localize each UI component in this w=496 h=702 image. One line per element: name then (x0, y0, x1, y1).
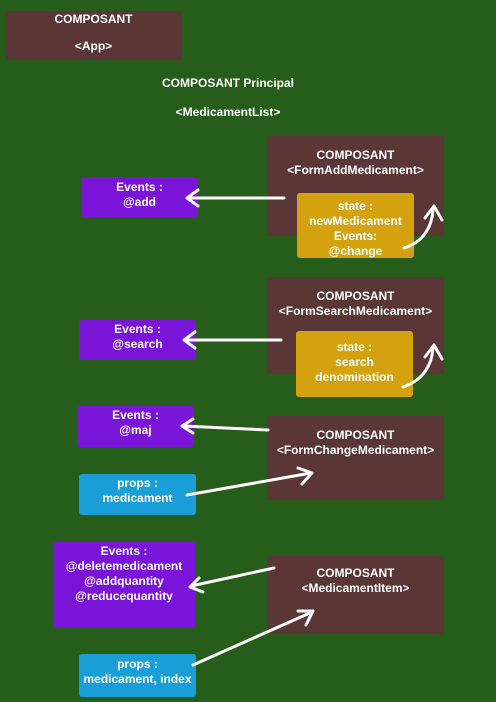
principal-component-name: <MedicamentList> (175, 105, 281, 119)
form-search-state-value-2: denomination (315, 370, 394, 384)
form-search-state-label: state : (336, 340, 373, 354)
form-add-state-label: state : (337, 199, 374, 213)
principal-component-label: COMPOSANT Principal <MedicamentList> (148, 76, 308, 120)
medicament-item-title: COMPOSANT (316, 566, 395, 580)
form-search-state-value-1: search (335, 355, 374, 369)
maj-event-label: Events : (112, 408, 159, 422)
app-component-box: COMPOSANT <App> (5, 11, 182, 60)
item-props-label: props : (117, 657, 158, 671)
add-event-name: @add (122, 195, 157, 209)
arrow-maj-head (180, 417, 195, 435)
form-change-component-box: COMPOSANT <FormChangeMedicament> (267, 416, 444, 500)
arrow-maj (181, 424, 270, 432)
add-event-label: Events : (116, 180, 163, 194)
arrow-item-props-head (296, 609, 315, 627)
item-props-box: props : medicament, index (79, 654, 196, 697)
search-event-name: @search (112, 337, 163, 351)
arrow-change-curve (402, 208, 435, 250)
principal-component-title: COMPOSANT Principal (161, 76, 295, 90)
change-props-label: props : (117, 476, 158, 490)
form-add-name: <FormAddMedicament> (287, 163, 424, 177)
form-search-state-box: state : search denomination (296, 331, 413, 397)
change-props-box: props : medicament (79, 474, 196, 515)
arrow-search-head (182, 330, 197, 350)
arrow-search-curve (401, 346, 435, 389)
maj-event-name: @maj (119, 423, 152, 437)
item-events-box: Events : @deletemedicament @addquantity … (53, 542, 195, 628)
form-add-state-box: state : newMedicament Events: @change (297, 193, 414, 258)
app-component-title: COMPOSANT (54, 12, 133, 26)
item-props-value: medicament, index (83, 672, 192, 686)
app-component-name: <App> (74, 39, 113, 53)
item-event-reducequantity: @reducequantity (75, 589, 173, 603)
form-add-title: COMPOSANT (316, 148, 395, 162)
form-change-name: <FormChangeMedicament> (276, 443, 435, 457)
form-change-title: COMPOSANT (316, 428, 395, 442)
form-add-state-value: newMedicament (309, 214, 402, 228)
arrow-props-change (185, 471, 313, 497)
arrow-item-events (189, 566, 276, 588)
item-event-addquantity: @addquantity (84, 574, 164, 588)
medicament-item-component-box: COMPOSANT <MedicamentItem> (267, 556, 444, 634)
arrow-item-props (191, 610, 314, 667)
medicament-item-name: <MedicamentItem> (301, 581, 410, 595)
arrow-change-head (423, 204, 444, 222)
form-search-name: <FormSearchMedicament> (278, 304, 433, 318)
item-events-label: Events : (100, 544, 148, 558)
arrow-add-head (185, 188, 200, 208)
arrow-item-events-head (188, 576, 205, 594)
change-props-value: medicament (102, 491, 173, 505)
arrow-props-change-head (296, 466, 314, 486)
arrow-search-head-2 (423, 343, 444, 361)
form-add-events-label: Events: (333, 229, 378, 243)
form-search-title: COMPOSANT (316, 289, 395, 303)
maj-event-box: Events : @maj (77, 406, 194, 447)
search-event-box: Events : @search (79, 320, 196, 360)
search-event-label: Events : (114, 322, 161, 336)
form-add-events-value: @change (328, 244, 383, 258)
add-event-box: Events : @add (81, 177, 198, 217)
item-event-delete: @deletemedicament (65, 559, 183, 573)
